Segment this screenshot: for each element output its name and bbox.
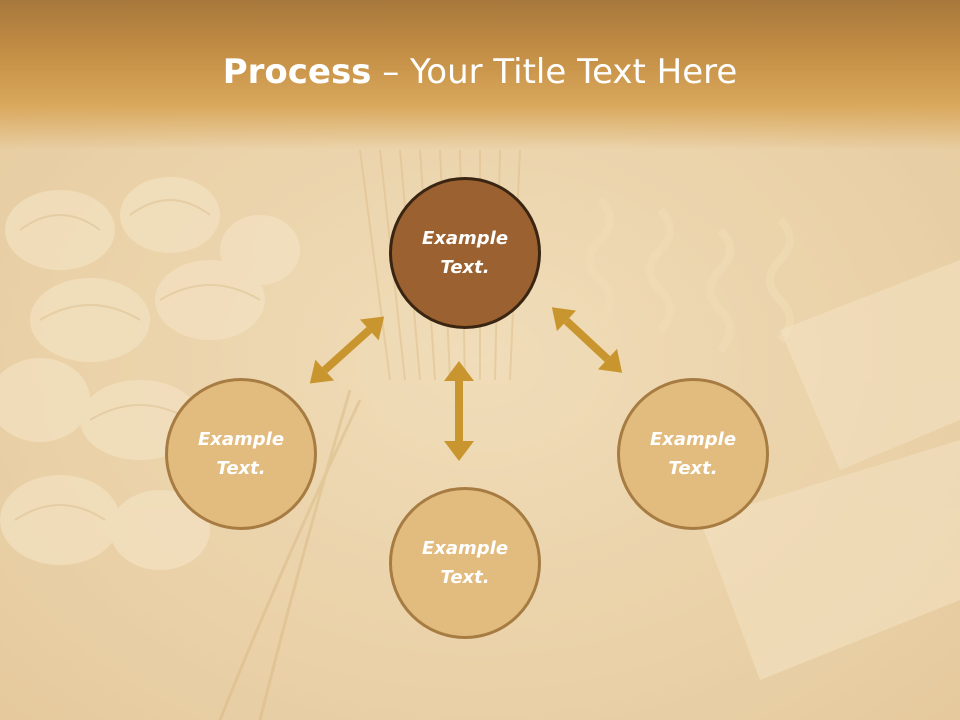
title-bold: Process <box>222 52 372 92</box>
right-node[interactable]: Example Text. <box>617 378 769 530</box>
arrow-left-diagonal <box>309 316 385 384</box>
left-node-label: Example Text. <box>197 429 285 479</box>
bottom-node-label: Example Text. <box>421 538 509 588</box>
center-node-label: Example Text. <box>421 228 509 278</box>
title-rest: – Your Title Text Here <box>371 52 738 92</box>
arrow-vertical <box>444 361 474 461</box>
arrow-right-diagonal <box>551 307 623 373</box>
left-node[interactable]: Example Text. <box>165 378 317 530</box>
slide-title: Process – Your Title Text Here <box>0 52 960 92</box>
bottom-node[interactable]: Example Text. <box>389 487 541 639</box>
center-node[interactable]: Example Text. <box>389 177 541 329</box>
right-node-label: Example Text. <box>649 429 737 479</box>
title-band <box>0 0 960 150</box>
